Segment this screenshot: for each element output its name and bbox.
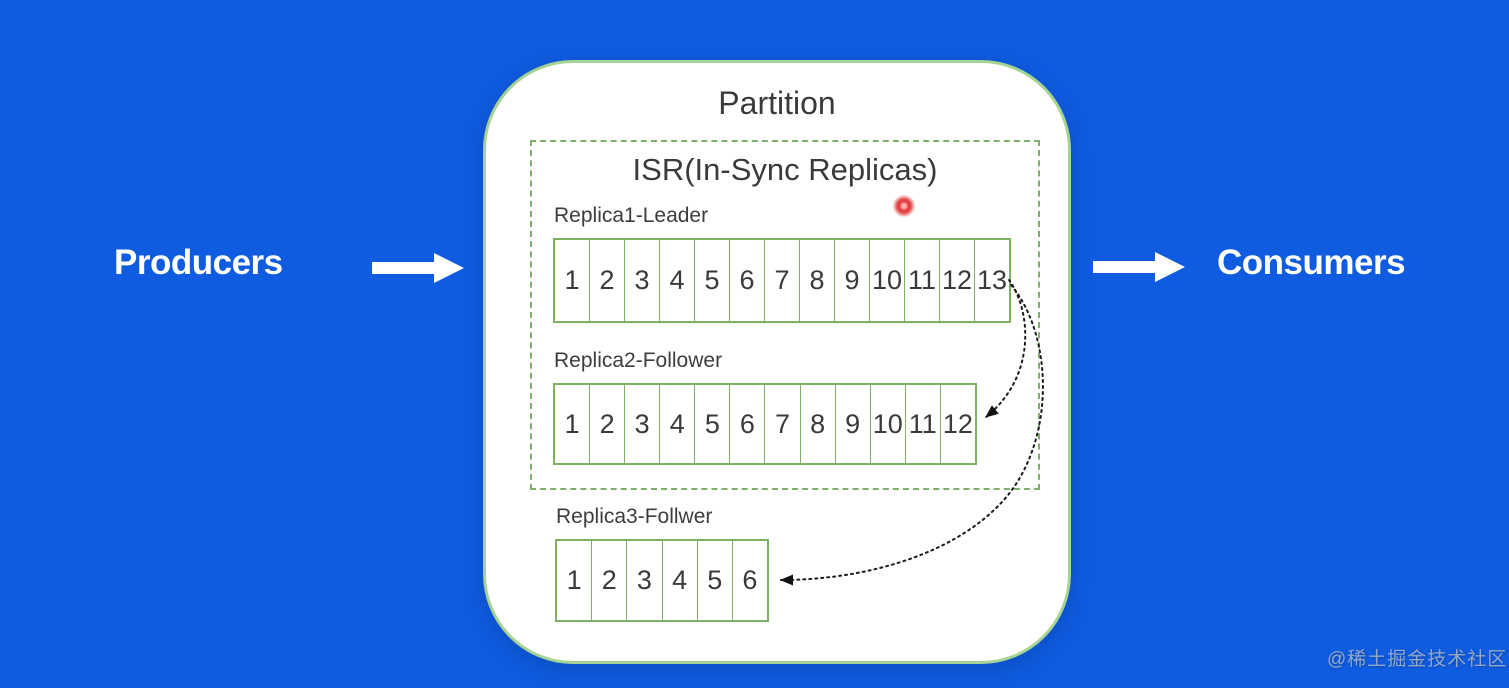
log-slot: 4 [661,541,697,620]
replica2-follower-label: Replica2-Follower [554,349,723,372]
log-slot: 1 [564,265,580,295]
producers-label: Producers [114,243,283,282]
log-slot: 7 [764,385,799,463]
log-slot: 10 [869,385,905,463]
log-slot: 9 [834,240,869,321]
log-slot: 3 [624,240,659,321]
log-slot: 11 [904,385,940,463]
log-slot: 2 [591,541,626,620]
log-slot: 9 [834,385,870,463]
log-slot: 6 [729,240,764,321]
log-slot: 7 [764,240,799,321]
log-slot: 10 [869,240,904,321]
producers-to-partition-arrow-icon [372,253,464,283]
log-slot: 1 [566,565,582,595]
partition-title: Partition [718,85,836,121]
log-slot: 12 [939,240,974,321]
laser-pointer-dot-icon [893,195,915,217]
log-slot: 2 [589,385,624,463]
log-slot: 5 [696,541,732,620]
log-slot: 6 [729,385,764,463]
log-slot: 4 [659,240,694,321]
log-slot: 13 [974,240,1009,321]
log-slot: 2 [589,240,624,321]
log-slot: 4 [659,385,694,463]
partition-panel: Partition ISR(In-Sync Replicas) Replica1… [483,60,1071,664]
log-slot: 1 [564,408,580,439]
watermark-text: @稀土掘金技术社区 [1327,649,1508,670]
log-slot: 6 [731,541,767,620]
consumers-label: Consumers [1217,243,1406,282]
replica3-follower-label: Replica3-Follwer [556,505,713,528]
replica1-leader-label: Replica1-Leader [554,204,709,227]
partition-to-consumers-arrow-icon [1093,252,1185,282]
log-slot: 3 [624,385,659,463]
log-slot: 12 [939,385,975,463]
log-slot: 5 [694,385,729,463]
log-slot: 5 [694,240,729,321]
log-slot: 11 [904,240,939,321]
log-slot: 8 [799,385,835,463]
isr-title: ISR(In-Sync Replicas) [632,152,938,187]
log-slot: 8 [799,240,834,321]
log-slot: 3 [626,541,661,620]
